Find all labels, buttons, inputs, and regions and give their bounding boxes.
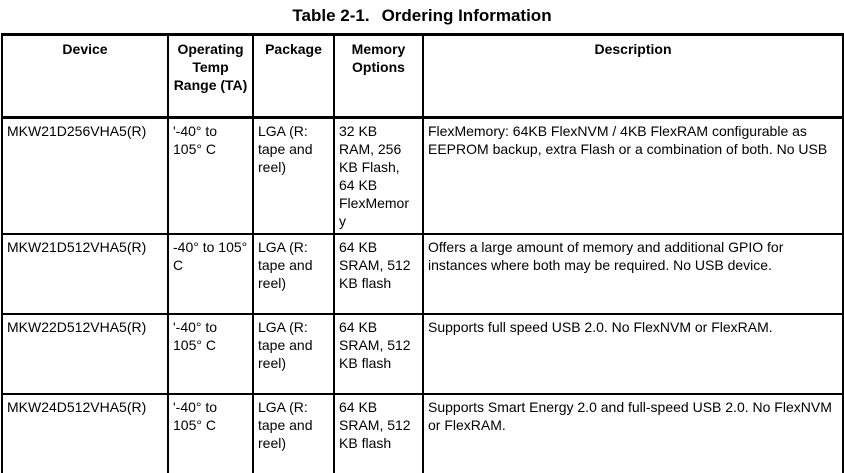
column-header-device: Device bbox=[1, 33, 169, 119]
table-name: Ordering Information bbox=[381, 6, 552, 25]
cell-device: MKW21D512VHA5(R) bbox=[1, 233, 169, 315]
table-row: MKW24D512VHA5(R) '-40° to 105° C LGA (R:… bbox=[1, 393, 844, 473]
cell-memory-options: 32 KB RAM, 256 KB Flash, 64 KB FlexMemor… bbox=[333, 116, 424, 235]
cell-description: Supports Smart Energy 2.0 and full-speed… bbox=[422, 393, 844, 473]
cell-package: LGA (R: tape and reel) bbox=[252, 313, 335, 395]
cell-package: LGA (R: tape and reel) bbox=[252, 233, 335, 315]
table-title: Table 2-1. Ordering Information bbox=[0, 0, 844, 33]
table-row: MKW22D512VHA5(R) '-40° to 105° C LGA (R:… bbox=[1, 313, 844, 395]
cell-memory-options: 64 KB SRAM, 512 KB flash bbox=[333, 233, 424, 315]
cell-temp-range: -40° to 105° C bbox=[167, 233, 254, 315]
cell-memory-options: 64 KB SRAM, 512 KB flash bbox=[333, 393, 424, 473]
cell-device: MKW22D512VHA5(R) bbox=[1, 313, 169, 395]
column-header-description: Description bbox=[422, 33, 844, 119]
column-header-package: Package bbox=[252, 33, 335, 119]
cell-device: MKW21D256VHA5(R) bbox=[1, 116, 169, 235]
header-row: Device Operating Temp Range (TA) Package… bbox=[1, 33, 844, 119]
table-row: MKW21D256VHA5(R) '-40° to 105° C LGA (R:… bbox=[1, 116, 844, 235]
cell-description: FlexMemory: 64KB FlexNVM / 4KB FlexRAM c… bbox=[422, 116, 844, 235]
cell-temp-range: '-40° to 105° C bbox=[167, 116, 254, 235]
cell-package: LGA (R: tape and reel) bbox=[252, 116, 335, 235]
table-number: Table 2-1. bbox=[292, 6, 370, 25]
cell-package: LGA (R: tape and reel) bbox=[252, 393, 335, 473]
cell-description: Supports full speed USB 2.0. No FlexNVM … bbox=[422, 313, 844, 395]
column-header-operating-temp-range: Operating Temp Range (TA) bbox=[167, 33, 254, 119]
cell-memory-options: 64 KB SRAM, 512 KB flash bbox=[333, 313, 424, 395]
table-row: MKW21D512VHA5(R) -40° to 105° C LGA (R: … bbox=[1, 233, 844, 315]
cell-temp-range: '-40° to 105° C bbox=[167, 313, 254, 395]
cell-description: Offers a large amount of memory and addi… bbox=[422, 233, 844, 315]
ordering-information-table: Device Operating Temp Range (TA) Package… bbox=[1, 33, 844, 473]
cell-device: MKW24D512VHA5(R) bbox=[1, 393, 169, 473]
column-header-memory-options: Memory Options bbox=[333, 33, 424, 119]
cell-temp-range: '-40° to 105° C bbox=[167, 393, 254, 473]
